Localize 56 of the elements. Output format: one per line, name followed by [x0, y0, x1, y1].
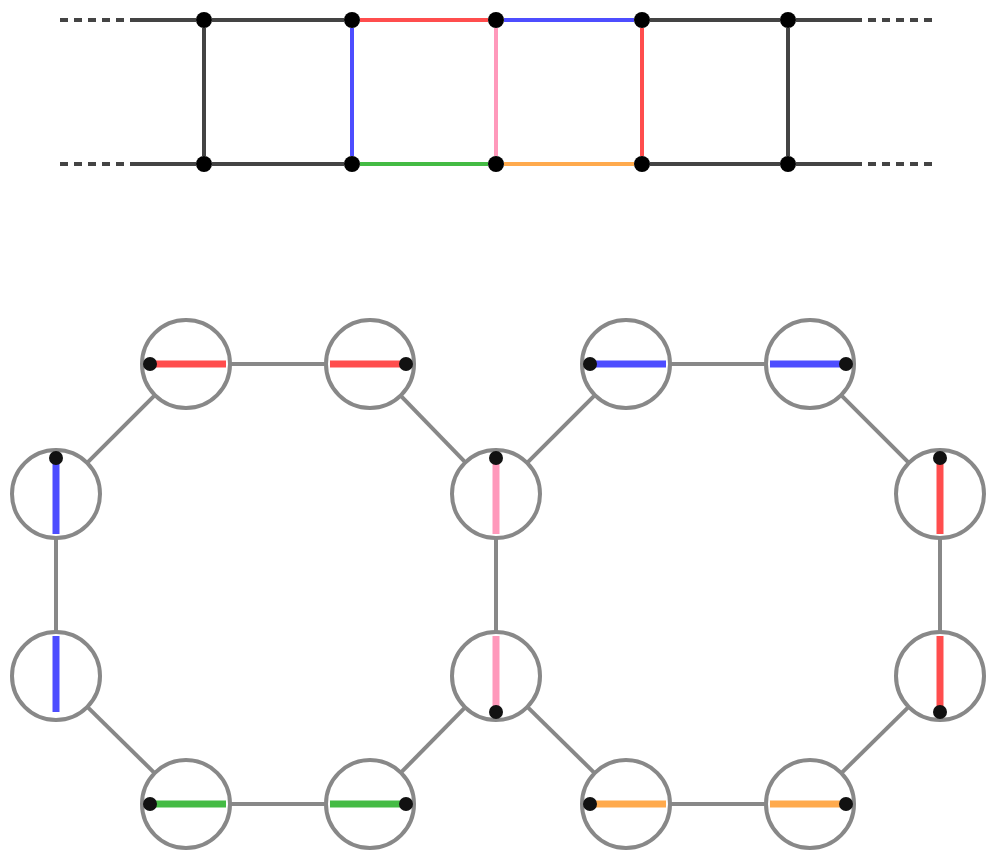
graph-edge	[85, 393, 157, 465]
graph-edge	[399, 705, 467, 775]
vertex-dot	[780, 12, 796, 28]
node-circle	[580, 758, 672, 850]
node-circle	[10, 448, 102, 540]
graph-edge	[360, 18, 488, 22]
graph-edge	[796, 162, 932, 166]
vertex-dot	[344, 12, 360, 28]
graph-edge	[494, 28, 498, 156]
node-circle	[324, 318, 416, 410]
graph-edge	[202, 28, 206, 156]
node-circle	[450, 630, 542, 722]
graph-edge	[230, 362, 326, 366]
vertex-dot	[196, 12, 212, 28]
graph-edge	[60, 18, 196, 22]
graph-edge	[85, 705, 157, 775]
vertex-dot	[196, 156, 212, 172]
graph-edge	[670, 362, 766, 366]
graph-edge	[350, 28, 354, 156]
node-circle	[580, 318, 672, 410]
graph-edge	[230, 802, 326, 806]
graph-edge	[525, 705, 597, 775]
vertex-dot	[488, 156, 504, 172]
graph-edge	[212, 18, 344, 22]
node-circle	[894, 448, 986, 540]
graph-edge	[670, 802, 766, 806]
graph-edge	[494, 538, 498, 632]
vertex-dot	[488, 12, 504, 28]
graph-edge	[786, 28, 790, 156]
node-circle	[764, 318, 856, 410]
graph-edge	[650, 162, 780, 166]
graph-edge	[360, 162, 488, 166]
node-circle	[894, 630, 986, 722]
graph-edge	[650, 18, 780, 22]
graph-edge	[504, 162, 634, 166]
node-circle	[10, 630, 102, 722]
vertex-dot	[344, 156, 360, 172]
graph-edge	[60, 162, 196, 166]
graph-edge	[839, 705, 911, 775]
vertex-dot	[780, 156, 796, 172]
graph-edge	[796, 18, 932, 22]
graph-edge	[839, 393, 911, 465]
node-circle	[764, 758, 856, 850]
graph-edge	[525, 393, 597, 465]
vertex-dot	[634, 12, 650, 28]
node-circle	[140, 318, 232, 410]
node-circle	[140, 758, 232, 850]
graph-edge	[938, 538, 942, 632]
vertex-dot	[634, 156, 650, 172]
node-circle	[324, 758, 416, 850]
graph-edge	[504, 18, 634, 22]
graph-edge	[399, 394, 467, 464]
node-circle	[450, 448, 542, 540]
graph-edge	[640, 28, 644, 156]
graph-edge	[212, 162, 344, 166]
graph-edge	[54, 538, 58, 632]
